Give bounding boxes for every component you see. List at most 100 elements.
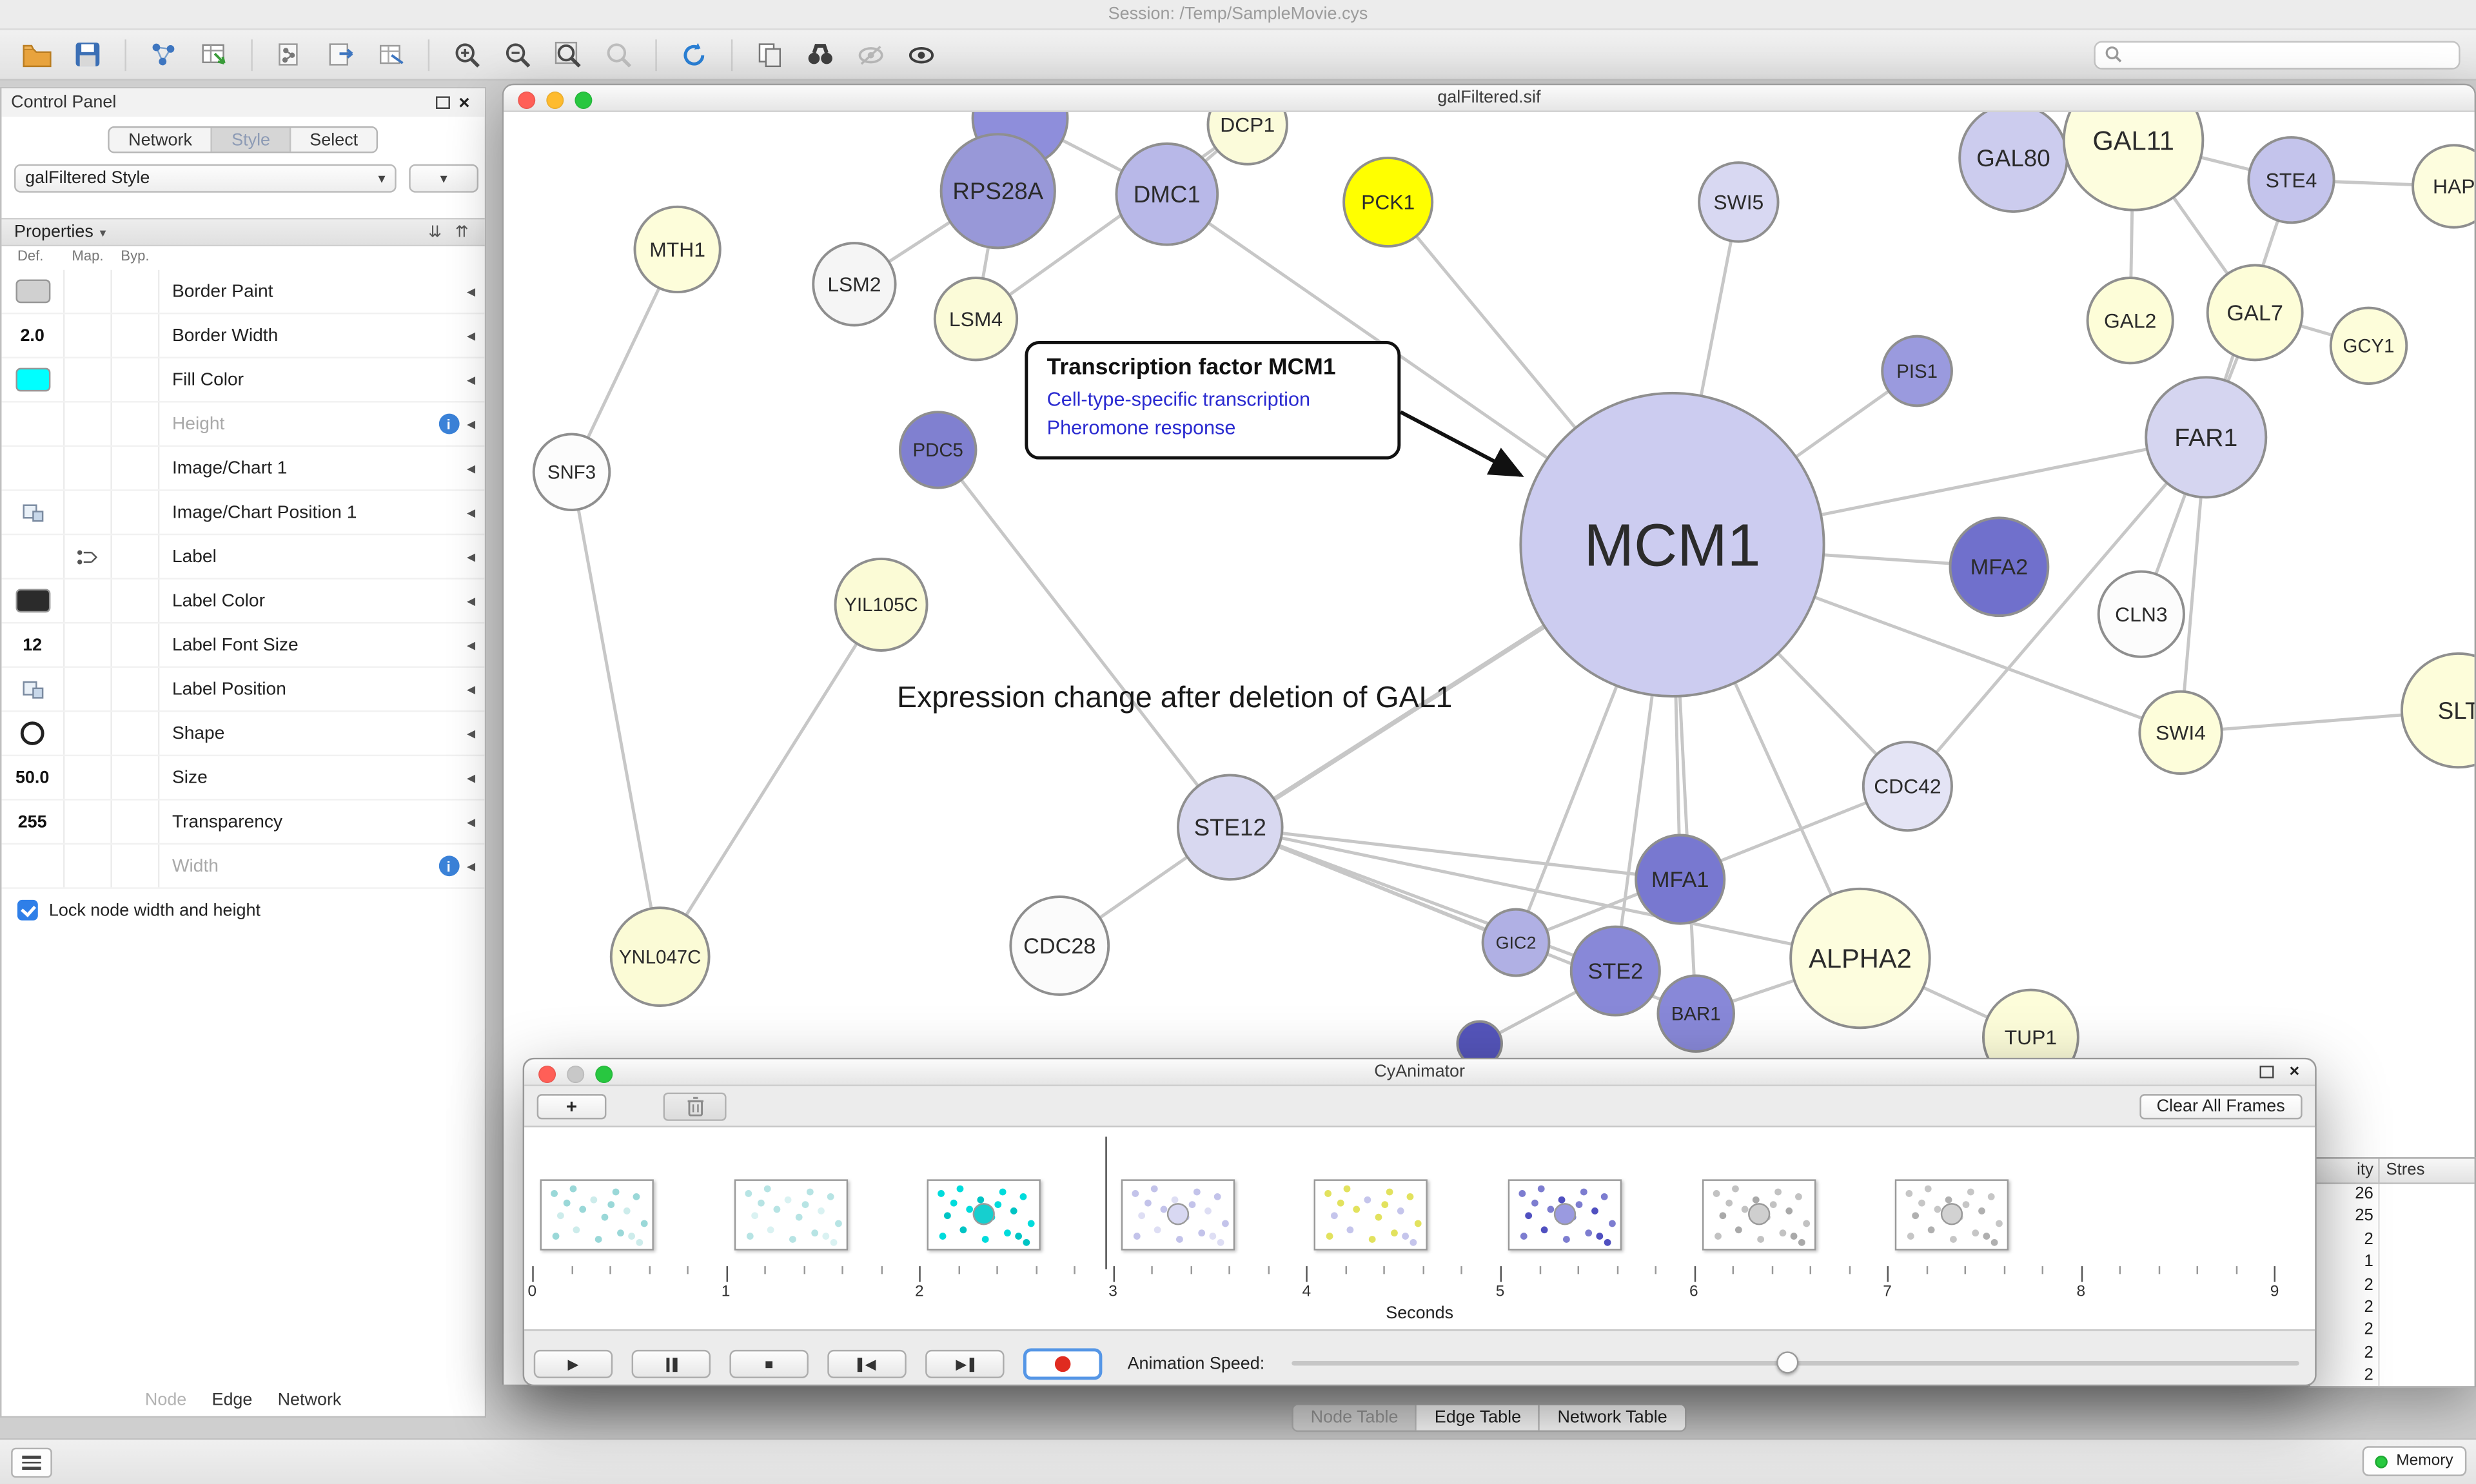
annotation-link-1[interactable]: Cell-type-specific transcription xyxy=(1047,386,1382,414)
default-value-cell[interactable] xyxy=(1,712,64,754)
default-value-cell[interactable] xyxy=(1,491,64,534)
network-edge[interactable] xyxy=(938,450,1230,827)
collapse-all-icon[interactable]: ⇊ xyxy=(425,224,446,241)
show-panels-button[interactable] xyxy=(11,1448,52,1478)
frame-thumbnail-1[interactable] xyxy=(734,1179,847,1250)
tab-edge-table[interactable]: Edge Table xyxy=(1417,1405,1540,1430)
panel-tab-network[interactable]: Network xyxy=(278,1391,342,1410)
annotation-link-2[interactable]: Pheromone response xyxy=(1047,414,1382,442)
table-row[interactable]: 2 xyxy=(2310,1275,2475,1298)
mapping-cell[interactable] xyxy=(64,358,112,401)
close-panel-icon[interactable]: × xyxy=(453,92,475,113)
expand-arrow-icon[interactable]: ◀ xyxy=(467,859,475,872)
expand-arrow-icon[interactable]: ◀ xyxy=(467,418,475,431)
default-value-cell[interactable] xyxy=(1,358,64,401)
frame-thumbnail-0[interactable] xyxy=(540,1179,654,1250)
default-value-cell[interactable]: 2.0 xyxy=(1,314,64,356)
close-panel-icon[interactable]: × xyxy=(2283,1062,2305,1081)
zoom-window-icon[interactable] xyxy=(595,1065,613,1082)
zoom-selected-button[interactable] xyxy=(597,35,640,74)
copy-annotation-button[interactable] xyxy=(749,35,791,74)
bypass-cell[interactable] xyxy=(112,358,159,401)
frame-thumbnail-4[interactable] xyxy=(1315,1179,1428,1250)
expand-arrow-icon[interactable]: ◀ xyxy=(467,771,475,784)
table-row[interactable]: 2 xyxy=(2310,1298,2475,1320)
export-table-button[interactable] xyxy=(369,35,412,74)
table-row[interactable]: 2 xyxy=(2310,1343,2475,1365)
expand-arrow-icon[interactable]: ◀ xyxy=(467,506,475,519)
tab-network[interactable]: Network xyxy=(110,128,213,151)
default-value-cell[interactable]: 255 xyxy=(1,801,64,843)
next-frame-button[interactable]: ▶ xyxy=(925,1350,1004,1378)
mapping-cell[interactable] xyxy=(64,845,112,887)
expand-arrow-icon[interactable]: ◀ xyxy=(467,727,475,740)
bypass-cell[interactable] xyxy=(112,491,159,534)
default-value-cell[interactable] xyxy=(1,668,64,710)
zoom-out-button[interactable] xyxy=(496,35,538,74)
bypass-cell[interactable] xyxy=(112,845,159,887)
mapping-cell[interactable] xyxy=(64,580,112,622)
cyanimator-titlebar[interactable]: CyAnimator × xyxy=(524,1059,2315,1086)
expand-arrow-icon[interactable]: ◀ xyxy=(467,815,475,828)
bypass-cell[interactable] xyxy=(112,801,159,843)
bypass-cell[interactable] xyxy=(112,535,159,578)
properties-header[interactable]: Properties ▾ ⇊ ⇈ xyxy=(1,218,484,246)
column-header[interactable]: ity xyxy=(2310,1159,2380,1183)
expand-arrow-icon[interactable]: ◀ xyxy=(467,462,475,474)
mapping-cell[interactable] xyxy=(64,668,112,710)
expand-arrow-icon[interactable]: ◀ xyxy=(467,594,475,607)
default-value-cell[interactable] xyxy=(1,270,64,313)
export-network-button[interactable] xyxy=(319,35,362,74)
expand-arrow-icon[interactable]: ◀ xyxy=(467,285,475,298)
previous-frame-button[interactable]: ◀ xyxy=(827,1350,906,1378)
bypass-cell[interactable] xyxy=(112,756,159,799)
pause-button[interactable] xyxy=(632,1350,711,1378)
mapping-cell[interactable] xyxy=(64,712,112,754)
tab-style[interactable]: Style xyxy=(213,128,291,151)
table-row[interactable]: 26 xyxy=(2310,1184,2475,1207)
expand-arrow-icon[interactable]: ◀ xyxy=(467,373,475,386)
play-button[interactable]: ▶ xyxy=(534,1350,613,1378)
network-window-titlebar[interactable]: galFiltered.sif xyxy=(504,85,2474,112)
default-value-cell[interactable] xyxy=(1,535,64,578)
zoom-window-icon[interactable] xyxy=(575,91,592,108)
memory-button[interactable]: Memory xyxy=(2363,1446,2467,1476)
bypass-cell[interactable] xyxy=(112,402,159,445)
annotation-box[interactable]: Transcription factor MCM1 Cell-type-spec… xyxy=(1025,341,1400,460)
save-session-button[interactable] xyxy=(66,35,109,74)
clear-all-frames-button[interactable]: Clear All Frames xyxy=(2139,1093,2303,1118)
mapping-cell[interactable] xyxy=(64,270,112,313)
zoom-in-button[interactable] xyxy=(446,35,488,74)
bypass-cell[interactable] xyxy=(112,668,159,710)
bypass-cell[interactable] xyxy=(112,712,159,754)
global-search-field[interactable] xyxy=(2094,40,2460,68)
search-binoculars-button[interactable] xyxy=(799,35,841,74)
default-value-cell[interactable] xyxy=(1,580,64,622)
timeline[interactable]: 0123456789 Seconds xyxy=(524,1126,2315,1331)
panel-tab-edge[interactable]: Edge xyxy=(211,1391,252,1410)
default-value-cell[interactable] xyxy=(1,845,64,887)
frame-thumbnail-3[interactable] xyxy=(1121,1179,1234,1250)
frame-thumbnail-7[interactable] xyxy=(1895,1179,2009,1250)
minimize-window-icon[interactable] xyxy=(567,1065,584,1082)
table-row[interactable]: 2 xyxy=(2310,1229,2475,1252)
default-value-cell[interactable]: 12 xyxy=(1,623,64,666)
mapping-cell[interactable] xyxy=(64,402,112,445)
bypass-cell[interactable] xyxy=(112,580,159,622)
network-edge[interactable] xyxy=(572,472,660,957)
expand-arrow-icon[interactable]: ◀ xyxy=(467,639,475,652)
frame-thumbnail-2[interactable] xyxy=(927,1179,1041,1250)
bypass-cell[interactable] xyxy=(112,270,159,313)
bypass-cell[interactable] xyxy=(112,314,159,356)
table-row[interactable]: 2 xyxy=(2310,1366,2475,1388)
mapping-cell[interactable] xyxy=(64,801,112,843)
bypass-cell[interactable] xyxy=(112,447,159,489)
frame-thumbnail-6[interactable] xyxy=(1702,1179,1815,1250)
expand-arrow-icon[interactable]: ◀ xyxy=(467,683,475,696)
add-frame-button[interactable]: + xyxy=(537,1093,607,1118)
show-details-button[interactable] xyxy=(900,35,943,74)
style-options-button[interactable]: ▾ xyxy=(409,164,478,193)
zoom-fit-button[interactable] xyxy=(546,35,589,74)
tab-network-table[interactable]: Network Table xyxy=(1540,1405,1685,1430)
style-selector-dropdown[interactable]: galFiltered Style ▾ xyxy=(14,164,397,193)
